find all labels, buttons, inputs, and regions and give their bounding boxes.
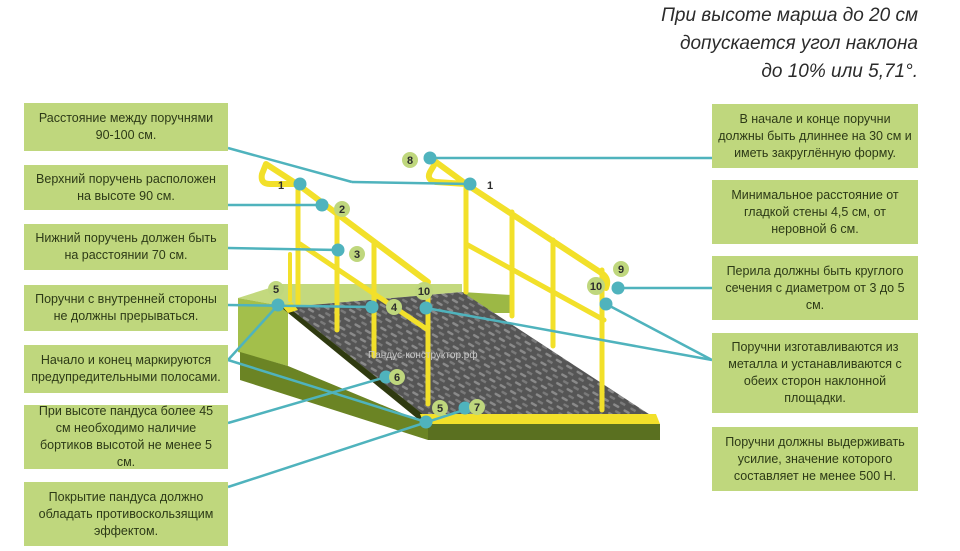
marker-9: 9 — [611, 261, 629, 295]
markers: 1 1 2 3 4 5 5 6 7 8 9 10 10 — [268, 151, 629, 429]
info-box-wall-distance: Минимальное расстояние от гладкой стены … — [712, 180, 918, 244]
header-note-line-3: до 10% или 5,71°. — [761, 61, 918, 82]
marker-4: 4 — [365, 299, 402, 315]
marker-10-right: 10 — [587, 277, 613, 311]
header-note: При высоте марша до 20 см допускается уг… — [661, 2, 918, 86]
header-note-line-1: При высоте марша до 20 см — [661, 5, 918, 26]
svg-text:10: 10 — [590, 281, 602, 293]
svg-text:9: 9 — [618, 264, 624, 276]
svg-text:1: 1 — [278, 180, 284, 192]
info-box-rail-diameter: Перила должны быть круглого сечения с ди… — [712, 256, 918, 320]
ramp-platform — [238, 284, 512, 366]
info-box-warning-stripes: Начало и конец маркируются предупредител… — [24, 345, 228, 393]
marker-2: 2 — [315, 198, 350, 217]
info-box-upper-handrail-height: Верхний поручень расположен на высоте 90… — [24, 165, 228, 210]
marker-5-bottom: 5 — [419, 400, 448, 429]
svg-text:5: 5 — [273, 284, 279, 296]
info-box-side-curbs: При высоте пандуса более 45 см необходим… — [24, 404, 228, 469]
info-box-rail-material: Поручни изготавливаются из металла и уст… — [712, 333, 918, 413]
svg-text:2: 2 — [339, 204, 345, 216]
marker-6: 6 — [379, 369, 405, 385]
watermark: Пандус-конструктор.рф — [368, 349, 478, 361]
info-box-handrail-distance: Расстояние между поручнями 90-100 см. — [24, 103, 228, 151]
info-box-handrail-extension: В начале и конце поручни должны быть дли… — [712, 104, 918, 168]
svg-text:5: 5 — [437, 403, 443, 415]
marker-1-right: 1 — [463, 177, 493, 192]
marker-7: 7 — [458, 399, 485, 415]
svg-text:7: 7 — [474, 402, 480, 414]
info-box-lower-handrail-height: Нижний поручень должен быть на расстояни… — [24, 224, 228, 270]
info-box-continuous-handrails: Поручни с внутренней стороны не должны п… — [24, 285, 228, 331]
svg-text:1: 1 — [487, 180, 493, 192]
svg-text:3: 3 — [354, 249, 360, 261]
info-box-anti-slip-coating: Покрытие пандуса должно обладать противо… — [24, 482, 228, 546]
handrails — [258, 159, 611, 413]
info-box-load-capacity: Поручни должны выдерживать усилие, значе… — [712, 427, 918, 491]
svg-text:6: 6 — [394, 372, 400, 384]
marker-8: 8 — [402, 151, 437, 168]
marker-3: 3 — [331, 243, 365, 262]
marker-5-top: 5 — [268, 281, 285, 312]
header-note-line-2: допускается угол наклона — [679, 33, 918, 54]
svg-text:10: 10 — [418, 286, 430, 298]
connector-lines — [227, 146, 713, 489]
marker-10-left: 10 — [415, 282, 433, 315]
svg-text:4: 4 — [391, 302, 398, 314]
marker-1-left: 1 — [278, 177, 307, 192]
svg-text:8: 8 — [407, 155, 413, 167]
